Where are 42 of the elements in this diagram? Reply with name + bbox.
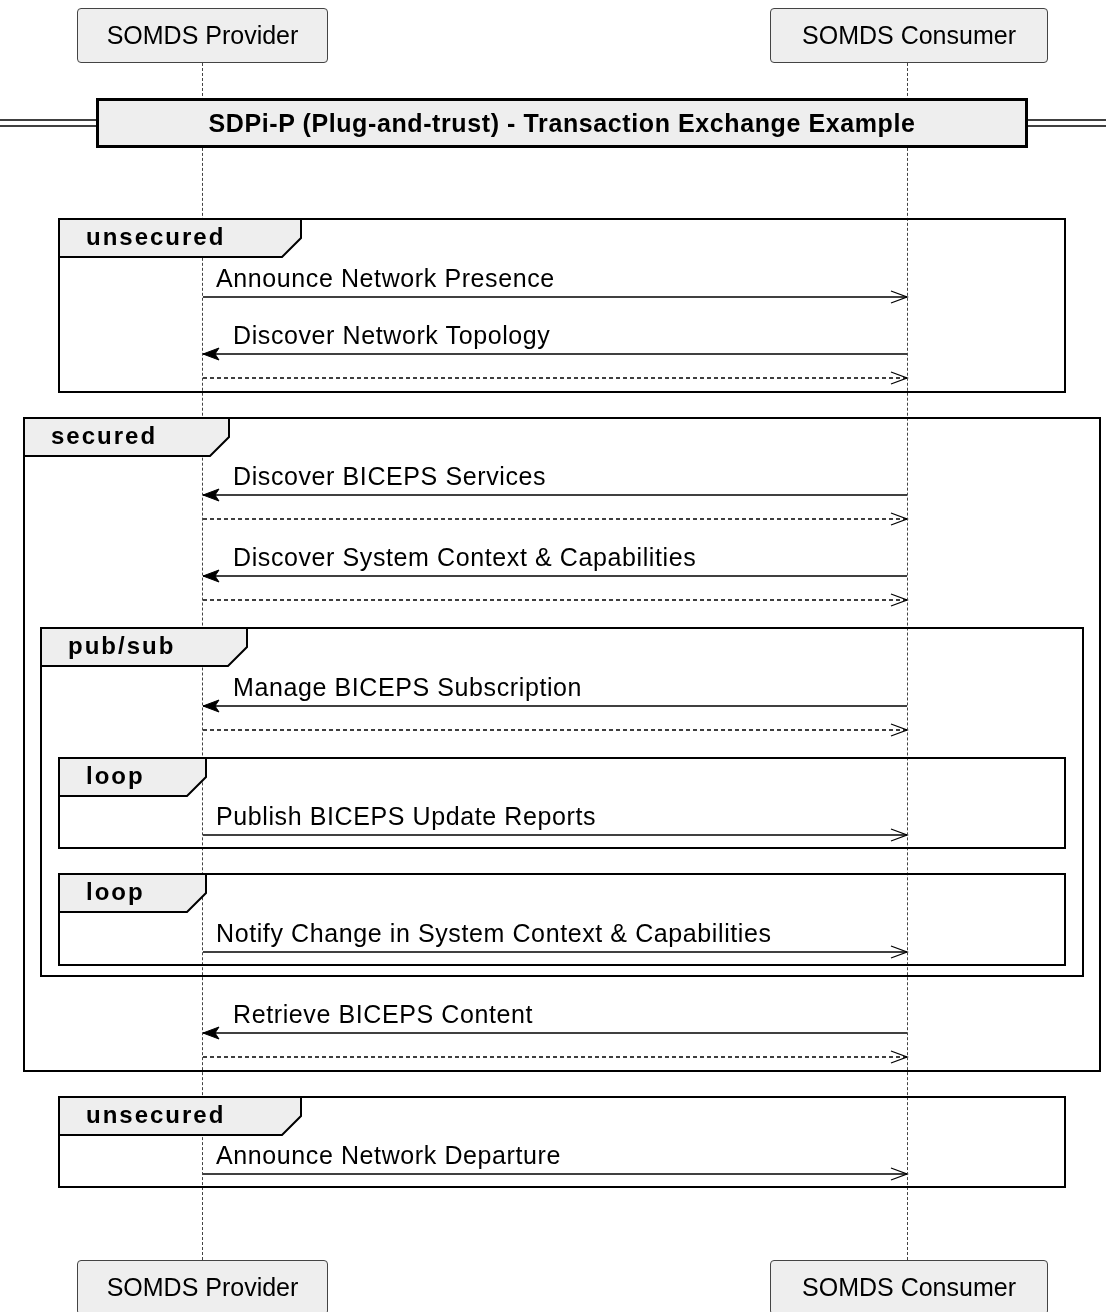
message-label: Discover BICEPS Services [233, 462, 547, 490]
message-arrow [202, 347, 908, 361]
message-arrow [202, 828, 908, 842]
message-arrow [202, 699, 908, 713]
return-arrow [202, 593, 908, 607]
participant-box: SOMDS Provider [77, 1260, 328, 1312]
participant-box: SOMDS Provider [77, 8, 328, 63]
message-label: Announce Network Departure [216, 1141, 561, 1169]
frame-tab [58, 1096, 302, 1136]
frame-tab [58, 873, 207, 913]
return-arrow [202, 723, 908, 737]
frame-label: unsecured [86, 222, 226, 252]
message-arrow [202, 488, 908, 502]
message-label: Manage BICEPS Subscription [233, 673, 583, 701]
message-arrow [202, 569, 908, 583]
message-arrow [202, 1167, 908, 1181]
frame-label: unsecured [86, 1100, 226, 1130]
frame [23, 417, 1101, 1072]
message-label: Announce Network Presence [216, 264, 555, 292]
participant-box: SOMDS Consumer [770, 1260, 1048, 1312]
message-arrow [202, 945, 908, 959]
return-arrow [202, 371, 908, 385]
frame-label: pub/sub [68, 631, 176, 661]
participant-box: SOMDS Consumer [770, 8, 1048, 63]
title-band: SDPi-P (Plug-and-trust) - Transaction Exchange Example [96, 98, 1028, 148]
message-label: Notify Change in System Context & Capabilities [216, 919, 772, 947]
frame-tab [58, 218, 302, 258]
message-label: Discover Network Topology [233, 321, 551, 349]
frame-tab [58, 757, 207, 797]
return-arrow [202, 512, 908, 526]
lifeline [907, 63, 908, 1260]
lifeline [202, 63, 203, 1260]
frame [40, 627, 1084, 977]
frame-label: loop [86, 877, 145, 907]
return-arrow [202, 1050, 908, 1064]
message-arrow [202, 1026, 908, 1040]
message-label: Publish BICEPS Update Reports [216, 802, 597, 830]
message-label: Retrieve BICEPS Content [233, 1000, 534, 1028]
frame-label: secured [51, 421, 158, 451]
frame-label: loop [86, 761, 145, 791]
message-arrow [202, 290, 908, 304]
message-label: Discover System Context & Capabilities [233, 543, 697, 571]
